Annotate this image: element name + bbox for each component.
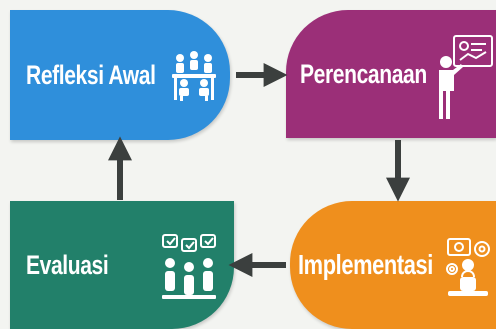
step-evaluasi: Evaluasi <box>10 201 234 329</box>
step-evaluasi-label: Evaluasi <box>26 249 109 280</box>
implementation-gears-icon <box>442 237 494 304</box>
presenter-board-icon <box>436 34 494 125</box>
step-implementasi: Implementasi <box>290 201 496 329</box>
step-perencanaan-label: Perencanaan <box>300 58 427 89</box>
step-refleksi-awal-label: Refleksi Awal <box>26 59 156 90</box>
step-perencanaan: Perencanaan <box>286 10 496 138</box>
step-refleksi-awal: Refleksi Awal <box>10 10 230 140</box>
people-feedback-icon <box>160 233 218 308</box>
meeting-group-icon <box>170 50 218 107</box>
step-implementasi-label: Implementasi <box>298 249 433 280</box>
